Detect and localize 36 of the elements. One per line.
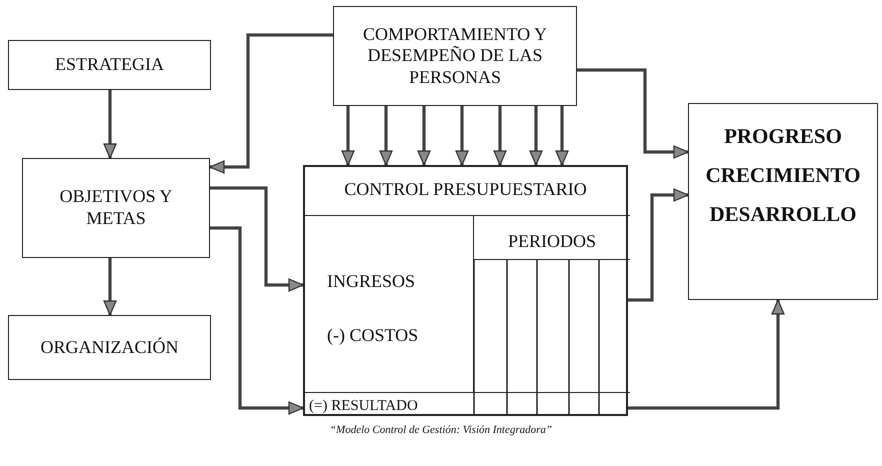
process-box (333, 6, 577, 106)
caption: “Modelo Control de Gestión: Visión Integradora” (330, 424, 552, 436)
arrow (341, 106, 355, 166)
node-label: COMPORTAMIENTO Y DESEMPEÑO DE LAS PERSONAS (362, 24, 548, 88)
node-label: INGRESOS (327, 271, 416, 293)
node-label: DESARROLLO (709, 202, 857, 228)
table-section (305, 215, 474, 392)
arrow (628, 188, 689, 302)
arrow (577, 68, 689, 159)
node-label: (-) COSTOS (327, 324, 418, 346)
node-label: OBJETIVOS Y METAS (58, 186, 174, 230)
arrow (379, 106, 393, 166)
node-label: CONTROL PRESUPUESTARIO (344, 179, 587, 201)
arrow (529, 106, 543, 166)
arrow (209, 33, 333, 174)
arrow (210, 226, 304, 415)
arrow (555, 106, 569, 166)
process-box (8, 315, 211, 380)
process-box (22, 158, 210, 258)
arrow (493, 106, 507, 166)
node-label: ESTRATEGIA (55, 54, 164, 76)
arrow (103, 90, 117, 159)
table-box (303, 165, 628, 416)
node-label: CRECIMIENTO (706, 163, 860, 188)
table-header (474, 215, 630, 260)
process-box (8, 40, 211, 90)
arrow (417, 106, 431, 166)
node-label: PERIODOS (508, 230, 596, 252)
arrow (455, 106, 469, 166)
arrow (210, 186, 304, 292)
node-label: PROGRESO (724, 124, 842, 150)
node-label: (=) RESULTADO (309, 396, 418, 414)
arrow (103, 258, 117, 316)
node-label: ORGANIZACIÓN (40, 336, 178, 358)
arrow (628, 299, 785, 410)
result-box (688, 103, 878, 300)
